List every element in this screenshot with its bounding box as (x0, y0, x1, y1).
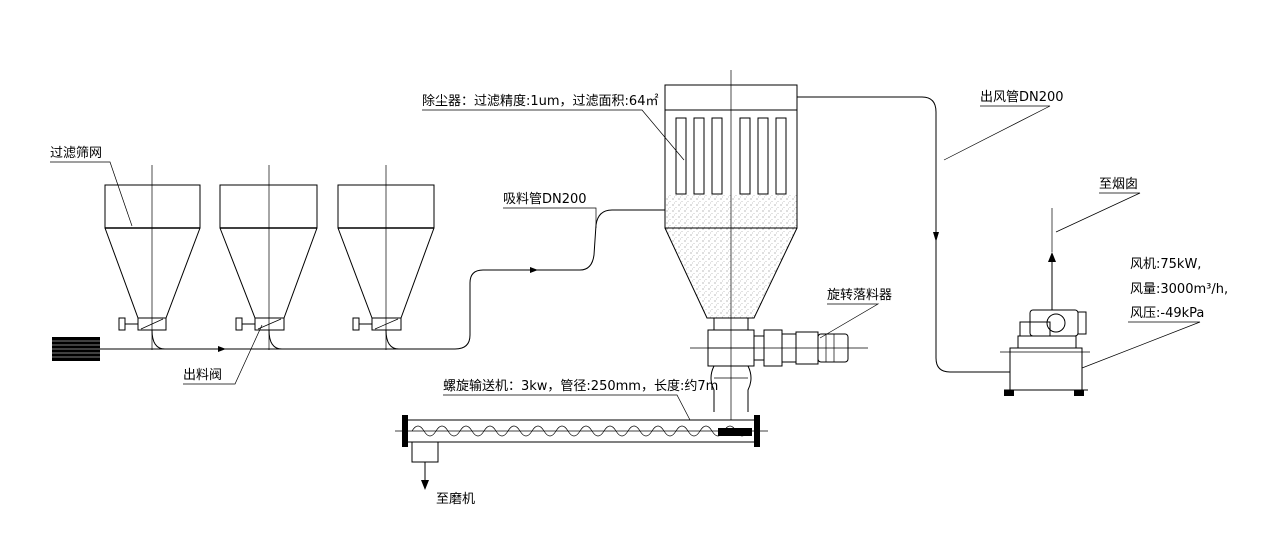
fan-power-label: 风机:75kW, (1130, 257, 1201, 272)
fan-airflow-label: 风量:3000m³/h, (1130, 282, 1228, 297)
screw-conveyor (395, 415, 768, 490)
blower-fan (1000, 208, 1090, 396)
suction-pipe-line (100, 209, 665, 352)
leader-lines (50, 105, 1201, 421)
hopper-1 (104, 165, 201, 350)
filter-screen-label: 过滤筛网 (50, 146, 102, 161)
outlet-pipe-line (797, 96, 1010, 373)
dust-collector-label: 除尘器：过滤精度:1um，过滤面积:64㎡ (422, 93, 658, 109)
screw-conveyor-label: 螺旋输送机：3kw，管径:250mm，长度:约7m (443, 378, 718, 394)
to-mill-label: 至磨机 (436, 492, 475, 507)
outlet-pipe-label: 出风管DN200 (980, 90, 1064, 105)
suction-pipe-label: 吸料管DN200 (503, 192, 587, 207)
filter-bags (675, 117, 787, 195)
air-inlet-grille (52, 337, 100, 361)
transfer-chute (710, 365, 752, 412)
to-chimney-label: 至烟囱 (1099, 177, 1138, 192)
hopper-3 (337, 165, 435, 350)
dust-collector (664, 70, 798, 420)
discharge-valve-label: 出料阀 (183, 368, 222, 383)
rotary-feeder-label: 旋转落料器 (827, 288, 892, 303)
rotary-feeder (690, 317, 868, 367)
fan-pressure-label: 风压:-49kPa (1130, 306, 1204, 321)
hopper-2 (219, 165, 318, 350)
